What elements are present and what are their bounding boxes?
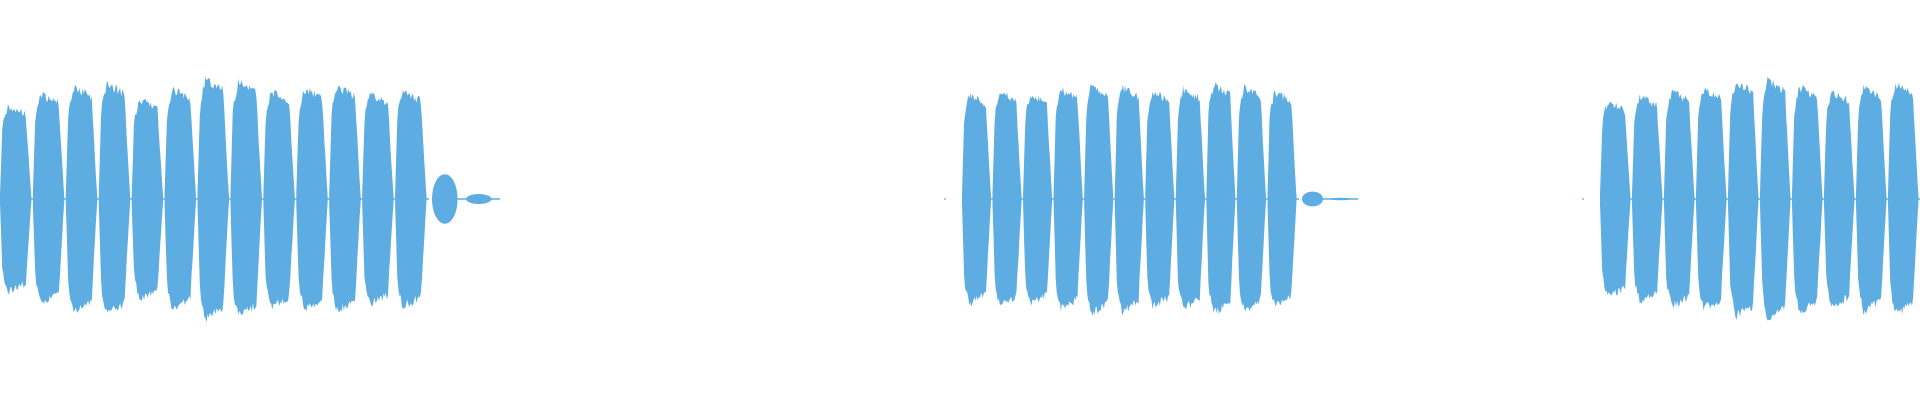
waveform-pulse [32,91,65,304]
waveform-pulse [1267,90,1297,307]
waveform-pulse [197,76,229,323]
waveform-pulse [1664,89,1695,309]
waveform-pulse [1856,84,1887,316]
waveform-pulse [329,86,361,313]
waveform-pulse [0,104,32,295]
waveform-pulse [131,99,164,301]
waveform-pulse [992,92,1022,305]
waveform-pulse [164,86,196,310]
waveform-pulse [1236,84,1266,312]
waveform-pulse [1084,84,1114,317]
waveform-pulse [98,81,131,313]
waveform-pulse [1632,94,1663,304]
waveform-pulse [1696,88,1727,311]
waveform-segment-3[interactable] [1582,76,1920,321]
waveform-pulse [1145,91,1175,310]
waveform-pulse [263,89,295,310]
waveform-pulse [962,92,991,307]
waveform-pulse [1206,82,1236,315]
waveform-pulse [65,84,98,313]
waveform-pulse [1023,96,1053,306]
waveform-segment-2[interactable] [944,82,1358,317]
waveform-pulse [362,92,394,307]
waveform-pulse [395,89,427,310]
waveform-pulse [1760,76,1791,321]
waveform-pulse [1792,85,1823,314]
waveform-pulse [1053,87,1083,312]
waveform-pulse [1728,83,1759,320]
waveform-segment-1[interactable] [0,76,500,323]
waveform-pulse [1600,102,1631,296]
waveform-pulse [1175,85,1205,310]
waveform-pulse [296,88,328,312]
waveform-pulse [1824,90,1855,307]
waveform-pulse [1114,84,1144,315]
waveform-pulse [230,78,262,315]
waveform-pulse [1888,82,1919,315]
